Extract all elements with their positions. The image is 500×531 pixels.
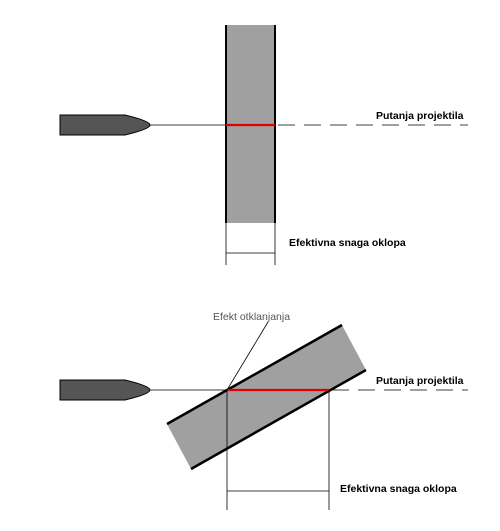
bottom-effective-label: Efektivna snaga oklopa: [340, 483, 457, 495]
bottom-projectile: [59, 379, 151, 401]
top-projectile: [59, 114, 151, 136]
deflection-pointer-line: [226, 321, 269, 391]
bottom-armor-plate: [167, 325, 366, 469]
bottom-diagram: Putanja projektila Efekt otklanjanja Efe…: [59, 311, 468, 510]
top-trajectory-label: Putanja projektila: [376, 110, 464, 122]
top-effective-label: Efektivna snaga oklopa: [289, 237, 406, 249]
bottom-armor-front-edge: [166, 323, 343, 426]
deflection-label: Efekt otklanjanja: [213, 311, 290, 323]
bottom-trajectory-label: Putanja projektila: [376, 375, 464, 387]
top-diagram: Putanja projektila Efektivna snaga oklop…: [59, 25, 468, 265]
bottom-armor-back-edge: [190, 368, 367, 471]
